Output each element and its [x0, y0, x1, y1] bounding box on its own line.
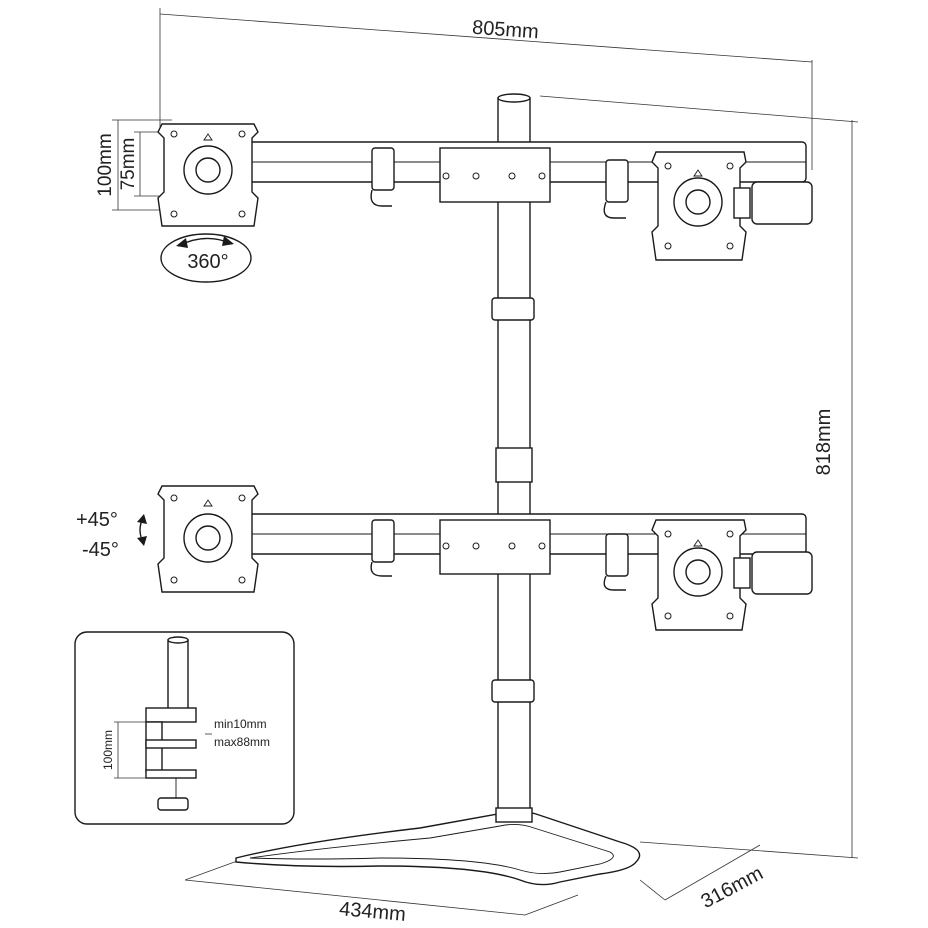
tilt-down-label: -45° — [82, 539, 119, 561]
height-label: 818mm — [813, 409, 835, 476]
pole-joint — [495, 447, 533, 483]
upper-arm-hub — [439, 147, 551, 203]
tilt-up-label: +45° — [76, 509, 118, 531]
vesa-plate-top-right — [651, 151, 751, 261]
clamp-max-label: max88mm — [214, 735, 270, 749]
clamp-min-label: min10mm — [214, 717, 267, 731]
base-depth-label: 434mm — [338, 898, 406, 926]
tilt-indicator: +45° -45° — [76, 509, 147, 561]
height-dimension: 818mm — [539, 95, 859, 859]
width-dimension: 805mm — [159, 8, 813, 170]
lower-arm-endcap — [751, 551, 813, 595]
clamp-height-label: 100mm — [101, 730, 115, 770]
stand-base — [235, 810, 641, 886]
pole-collar-lower — [491, 679, 535, 703]
base-width-label: 316mm — [698, 862, 767, 913]
clamp-inset: 100mm min10mm max88mm — [74, 631, 295, 825]
vertical-pole — [491, 93, 535, 823]
rotation-indicator: 360° — [160, 233, 252, 283]
vesa-large-label: 100mm — [95, 133, 116, 196]
vesa-small-label: 75mm — [118, 138, 139, 191]
upper-arm-endcap — [751, 181, 813, 225]
lower-arm-hub — [439, 519, 551, 575]
pole-collar-upper — [491, 297, 535, 321]
rotation-label: 360° — [187, 251, 228, 273]
vesa-plate-bottom-left — [157, 485, 259, 593]
width-label: 805mm — [471, 17, 539, 44]
vesa-plate-bottom-right — [651, 519, 751, 631]
vesa-dimensions: 100mm 75mm — [95, 119, 172, 211]
vesa-plate-top-left — [157, 123, 259, 227]
